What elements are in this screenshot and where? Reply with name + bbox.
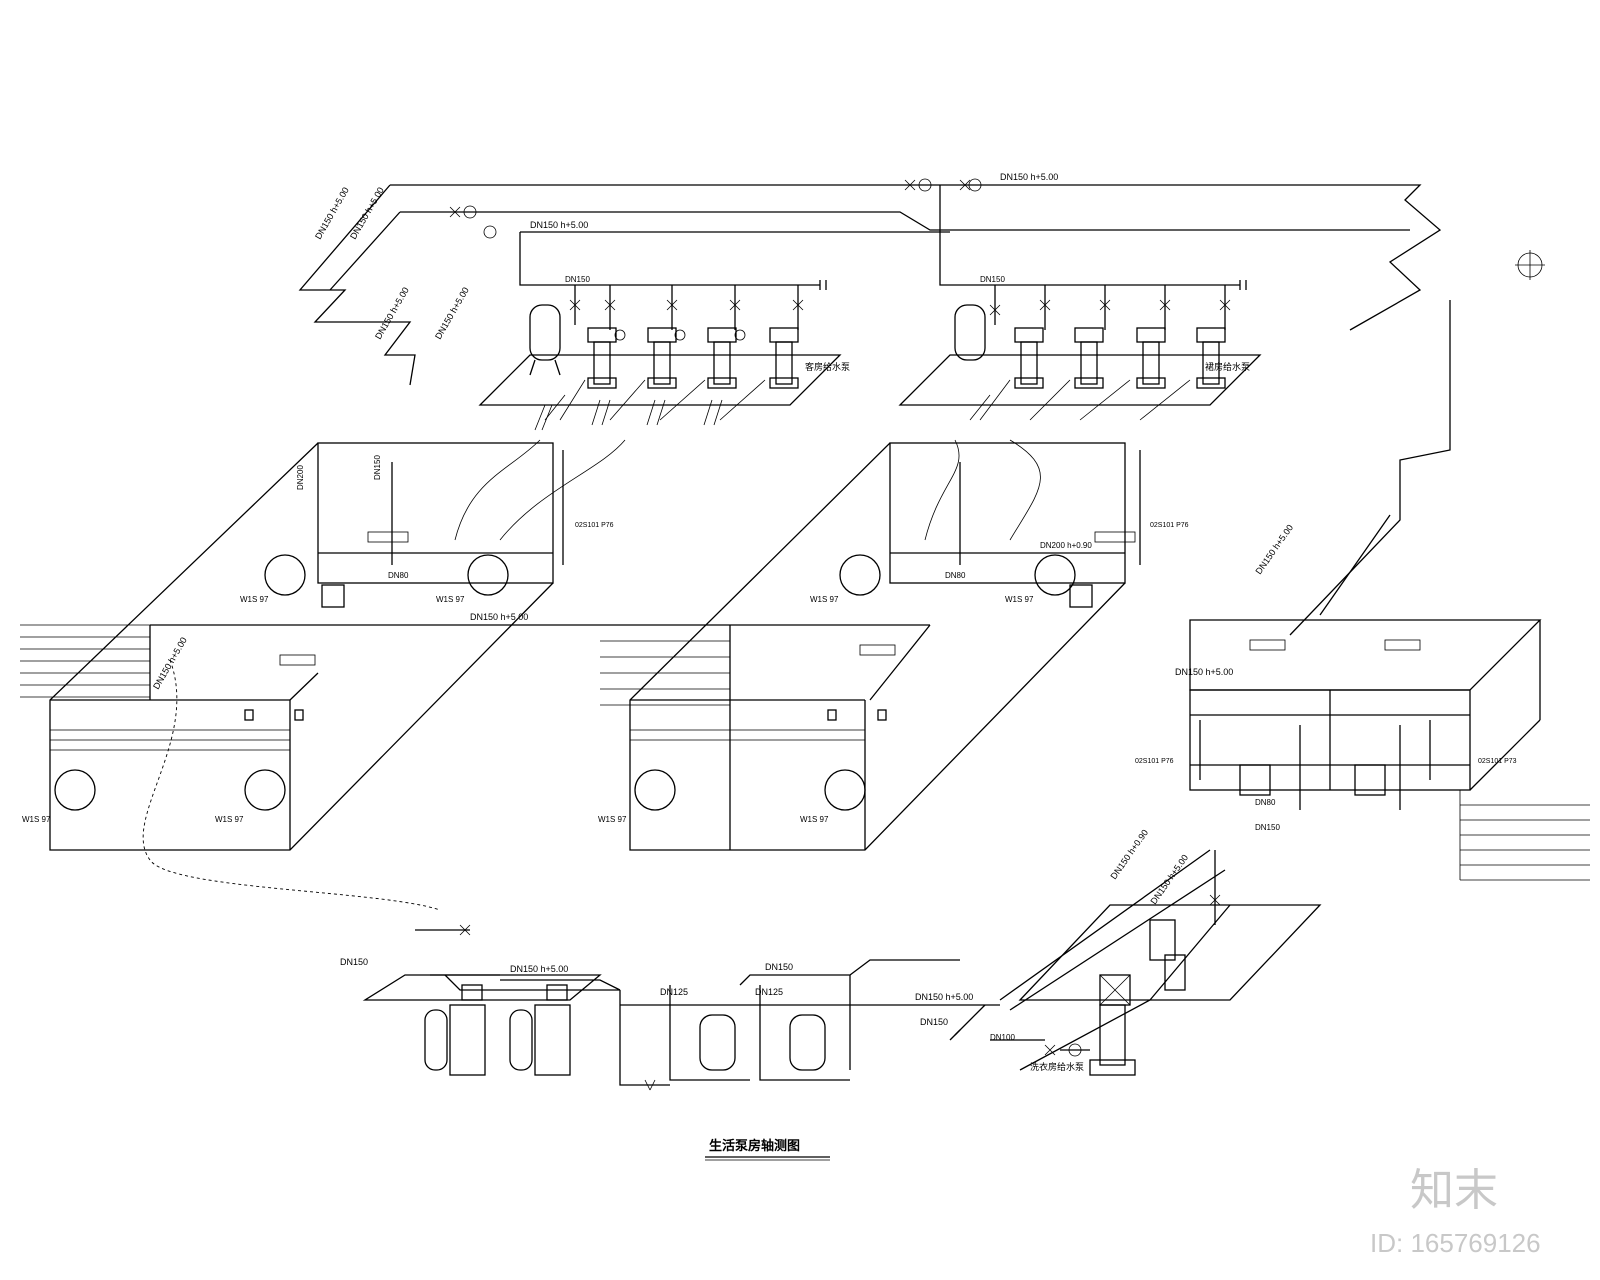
- label-podium-header: DN150: [980, 275, 1005, 284]
- podium-pump-set: [898, 285, 1262, 421]
- watermark-id: ID: 165769126: [1370, 1228, 1541, 1258]
- label-ul-dn80: DN80: [388, 571, 409, 580]
- code-ul-1: W1S 97: [240, 595, 269, 604]
- filter-tank-1: [424, 1009, 448, 1071]
- manhole-ul-1: [264, 554, 306, 596]
- label-ur-dn200: DN200 h+0.90: [1040, 541, 1092, 550]
- label-left-riser-main: DN150 h+5.00: [151, 636, 189, 691]
- code-ur-2: W1S 97: [1005, 595, 1034, 604]
- podium-pump-2: [1074, 285, 1111, 389]
- label-dn150-left: DN150: [340, 957, 368, 967]
- label-connecting-main: DN150 h+5.00: [470, 612, 528, 622]
- label-riser-left-d: DN150 h+5.00: [433, 286, 471, 341]
- label-guest-header: DN150: [565, 275, 590, 284]
- code-ur-1: W1S 97: [810, 595, 839, 604]
- pressure-tank-guest: [529, 304, 561, 361]
- softener-1: [699, 1014, 736, 1071]
- label-ul-dn150: DN150: [373, 455, 382, 480]
- label-riser-left-b: DN150 h+5.00: [348, 186, 386, 241]
- code-ul-2: W1S 97: [436, 595, 465, 604]
- pressure-tank-podium: [954, 304, 986, 361]
- label-right-tank-main: DN150 h+5.00: [1175, 667, 1233, 677]
- podium-pump-1: [1014, 285, 1051, 389]
- label-dn150-bottom: DN150: [765, 962, 793, 972]
- label-right-diag: DN150 h+5.00: [1253, 523, 1295, 576]
- drawing-title: 生活泵房轴测图: [709, 1138, 800, 1153]
- guest-pump-set: [478, 285, 842, 431]
- code-lr-2: W1S 97: [800, 815, 829, 824]
- north-arrow-icon: [1515, 250, 1545, 280]
- label-dn125-a: DN125: [660, 987, 688, 997]
- code-rt-1: 02S101 P76: [1135, 758, 1174, 765]
- right-tank: [1189, 300, 1590, 881]
- label-dn150-r: DN150: [920, 1017, 948, 1027]
- filter-tank-3: [509, 1009, 533, 1071]
- manhole-ll-1: [54, 769, 96, 811]
- manhole-ul-2: [467, 554, 509, 596]
- label-bottom-dn150-h500: DN150 h+5.00: [510, 964, 568, 974]
- upper-tank-left: [49, 439, 626, 851]
- label-dn125-b: DN125: [755, 987, 783, 997]
- filter-tank-2: [449, 1004, 486, 1076]
- label-top-main: DN150 h+5.00: [1000, 172, 1058, 182]
- code-ul-3: 02S101 P76: [575, 522, 614, 529]
- top-ring-main: [298, 178, 1442, 386]
- label-rt-dn150: DN150: [1255, 823, 1280, 832]
- label-ur-dn80: DN80: [945, 571, 966, 580]
- treatment-train: [362, 924, 1000, 1091]
- label-rt-dn80: DN80: [1255, 798, 1276, 807]
- connecting-main: [20, 624, 931, 911]
- label-laundry-500: DN150 h+5.00: [1148, 853, 1190, 906]
- laundry-pump-label: 洗衣房给水泵: [1030, 1061, 1084, 1072]
- guest-pump-label: 客房给水泵: [805, 361, 850, 372]
- code-ll-1: W1S 97: [22, 815, 51, 824]
- manhole-ll-2: [244, 769, 286, 811]
- laundry-pump-set: [990, 849, 1322, 1076]
- label-ul-dn200: DN200: [296, 465, 305, 490]
- label-laundry-090: DN150 h+0.90: [1108, 828, 1150, 881]
- podium-pump-4: [1196, 285, 1231, 389]
- podium-pump-3: [1136, 285, 1171, 389]
- upper-tank-right: [629, 439, 1141, 851]
- code-ur-3: 02S101 P76: [1150, 522, 1189, 529]
- podium-pump-label: 裙房给水泵: [1205, 361, 1250, 372]
- watermark-logo: 知末: [1410, 1165, 1498, 1216]
- code-rt-2: 02S101 P73: [1478, 758, 1517, 765]
- code-lr-1: W1S 97: [598, 815, 627, 824]
- manhole-ur-2: [1034, 554, 1076, 596]
- label-branch-guest: DN150 h+5.00: [530, 220, 588, 230]
- label-riser-left-a: DN150 h+5.00: [313, 186, 351, 241]
- manhole-ur-1: [839, 554, 881, 596]
- guest-pump-4: [769, 285, 804, 389]
- manhole-lr-2: [824, 769, 866, 811]
- guest-pump-2: [647, 285, 686, 389]
- label-riser-left-c: DN150 h+5.00: [373, 286, 411, 341]
- label-dn150-h500-r: DN150 h+5.00: [915, 992, 973, 1002]
- manhole-lr-1: [634, 769, 676, 811]
- guest-pump-3: [707, 285, 746, 389]
- code-ll-2: W1S 97: [215, 815, 244, 824]
- label-laundry-dn100: DN100: [990, 1033, 1015, 1042]
- filter-tank-4: [534, 1004, 571, 1076]
- guest-pump-1: [587, 285, 626, 389]
- softener-2: [789, 1014, 826, 1071]
